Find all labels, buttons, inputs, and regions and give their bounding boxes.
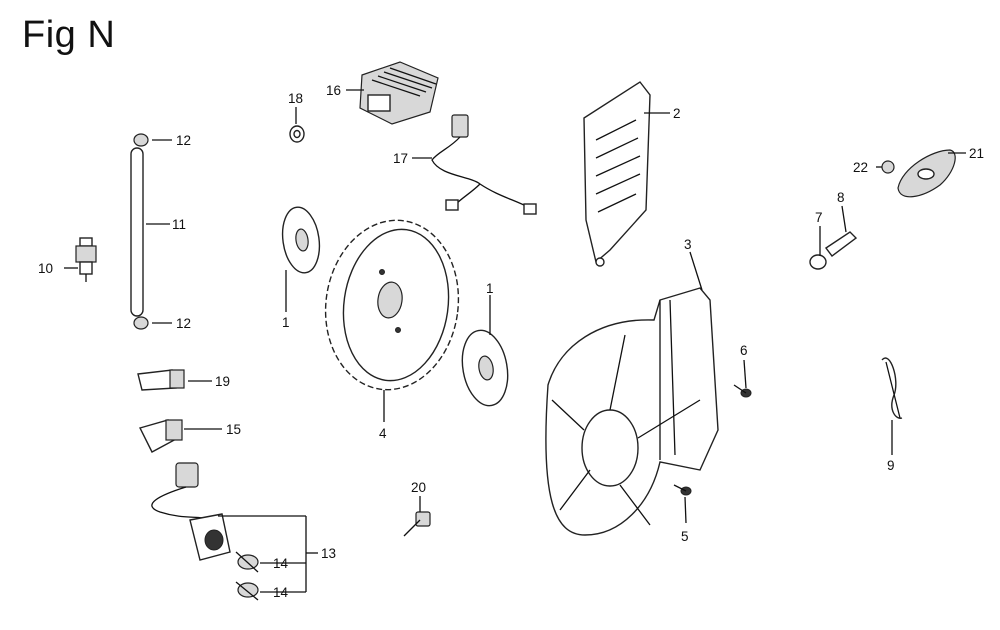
washer-part <box>289 125 305 143</box>
callout-11: 11 <box>172 217 186 232</box>
bolt-20-part <box>403 511 431 537</box>
callout-22: 22 <box>853 160 868 175</box>
screw-14-bottom <box>235 581 259 601</box>
callout-9: 9 <box>887 458 895 473</box>
callout-3: 3 <box>684 237 692 252</box>
callout-10: 10 <box>38 261 53 276</box>
callout-21: 21 <box>969 146 984 161</box>
plate-part-right <box>461 329 509 407</box>
bolt-5-part <box>673 484 692 496</box>
callout-14a: 14 <box>273 556 289 571</box>
figure-title: Fig N <box>22 14 116 56</box>
fuel-tube-part <box>130 147 144 317</box>
callout-5: 5 <box>681 529 689 544</box>
callout-12b: 12 <box>176 316 191 331</box>
spark-plug-part <box>75 237 97 282</box>
callout-17: 17 <box>393 151 408 166</box>
clamp-part-top <box>133 133 149 147</box>
callout-20: 20 <box>411 480 426 495</box>
pin-8-part <box>824 231 858 257</box>
callout-8: 8 <box>837 190 845 205</box>
wire-harness-part <box>431 114 537 215</box>
cooling-cover-part <box>583 81 651 267</box>
boot-cap-part <box>138 419 183 453</box>
gasket-21-part <box>897 149 956 198</box>
rectifier-part <box>359 61 439 125</box>
callout-4: 4 <box>379 426 387 441</box>
connector-19-part <box>137 369 185 391</box>
callout-16: 16 <box>326 83 341 98</box>
callout-19: 19 <box>215 374 230 389</box>
callout-7: 7 <box>815 210 823 225</box>
cap-7-part <box>809 254 827 270</box>
callout-6: 6 <box>740 343 748 358</box>
leader-lines <box>64 89 966 593</box>
fan-shroud-part <box>545 287 719 536</box>
callout-13: 13 <box>321 546 336 561</box>
callout-1a: 1 <box>282 315 290 330</box>
clip-9-part <box>881 357 903 419</box>
ignition-coil-part <box>151 462 231 561</box>
clamp-part-bottom <box>133 316 149 330</box>
plate-part-left <box>281 206 321 274</box>
callout-18: 18 <box>288 91 303 106</box>
screw-14-top <box>235 551 259 573</box>
callout-labels: 1 1 2 3 4 5 6 7 8 9 10 11 12 12 13 14 14… <box>38 83 984 600</box>
callout-15: 15 <box>226 422 241 437</box>
callout-2: 2 <box>673 106 681 121</box>
callout-12a: 12 <box>176 133 191 148</box>
callout-14b: 14 <box>273 585 289 600</box>
flywheel-part <box>324 219 460 391</box>
nut-22-part <box>881 160 895 174</box>
callout-1b: 1 <box>486 281 494 296</box>
bolt-6-part <box>733 384 752 398</box>
